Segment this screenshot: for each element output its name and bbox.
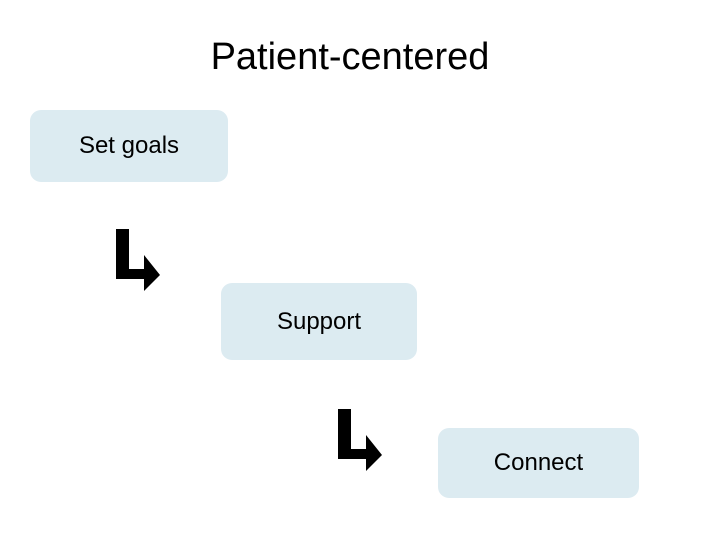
step-box-label: Support [276, 307, 362, 335]
step-box-support[interactable]: Support [221, 283, 417, 360]
step-box-label: Connect [493, 449, 584, 476]
elbow-arrow-down-right-icon [336, 409, 382, 471]
elbow-arrow-down-right-icon [114, 229, 160, 291]
page-title: Patient-centered [210, 36, 490, 78]
step-box-label: Set goals [78, 132, 180, 159]
step-box-connect[interactable]: Connect [438, 428, 639, 498]
step-box-set-goals[interactable]: Set goals [30, 110, 228, 182]
